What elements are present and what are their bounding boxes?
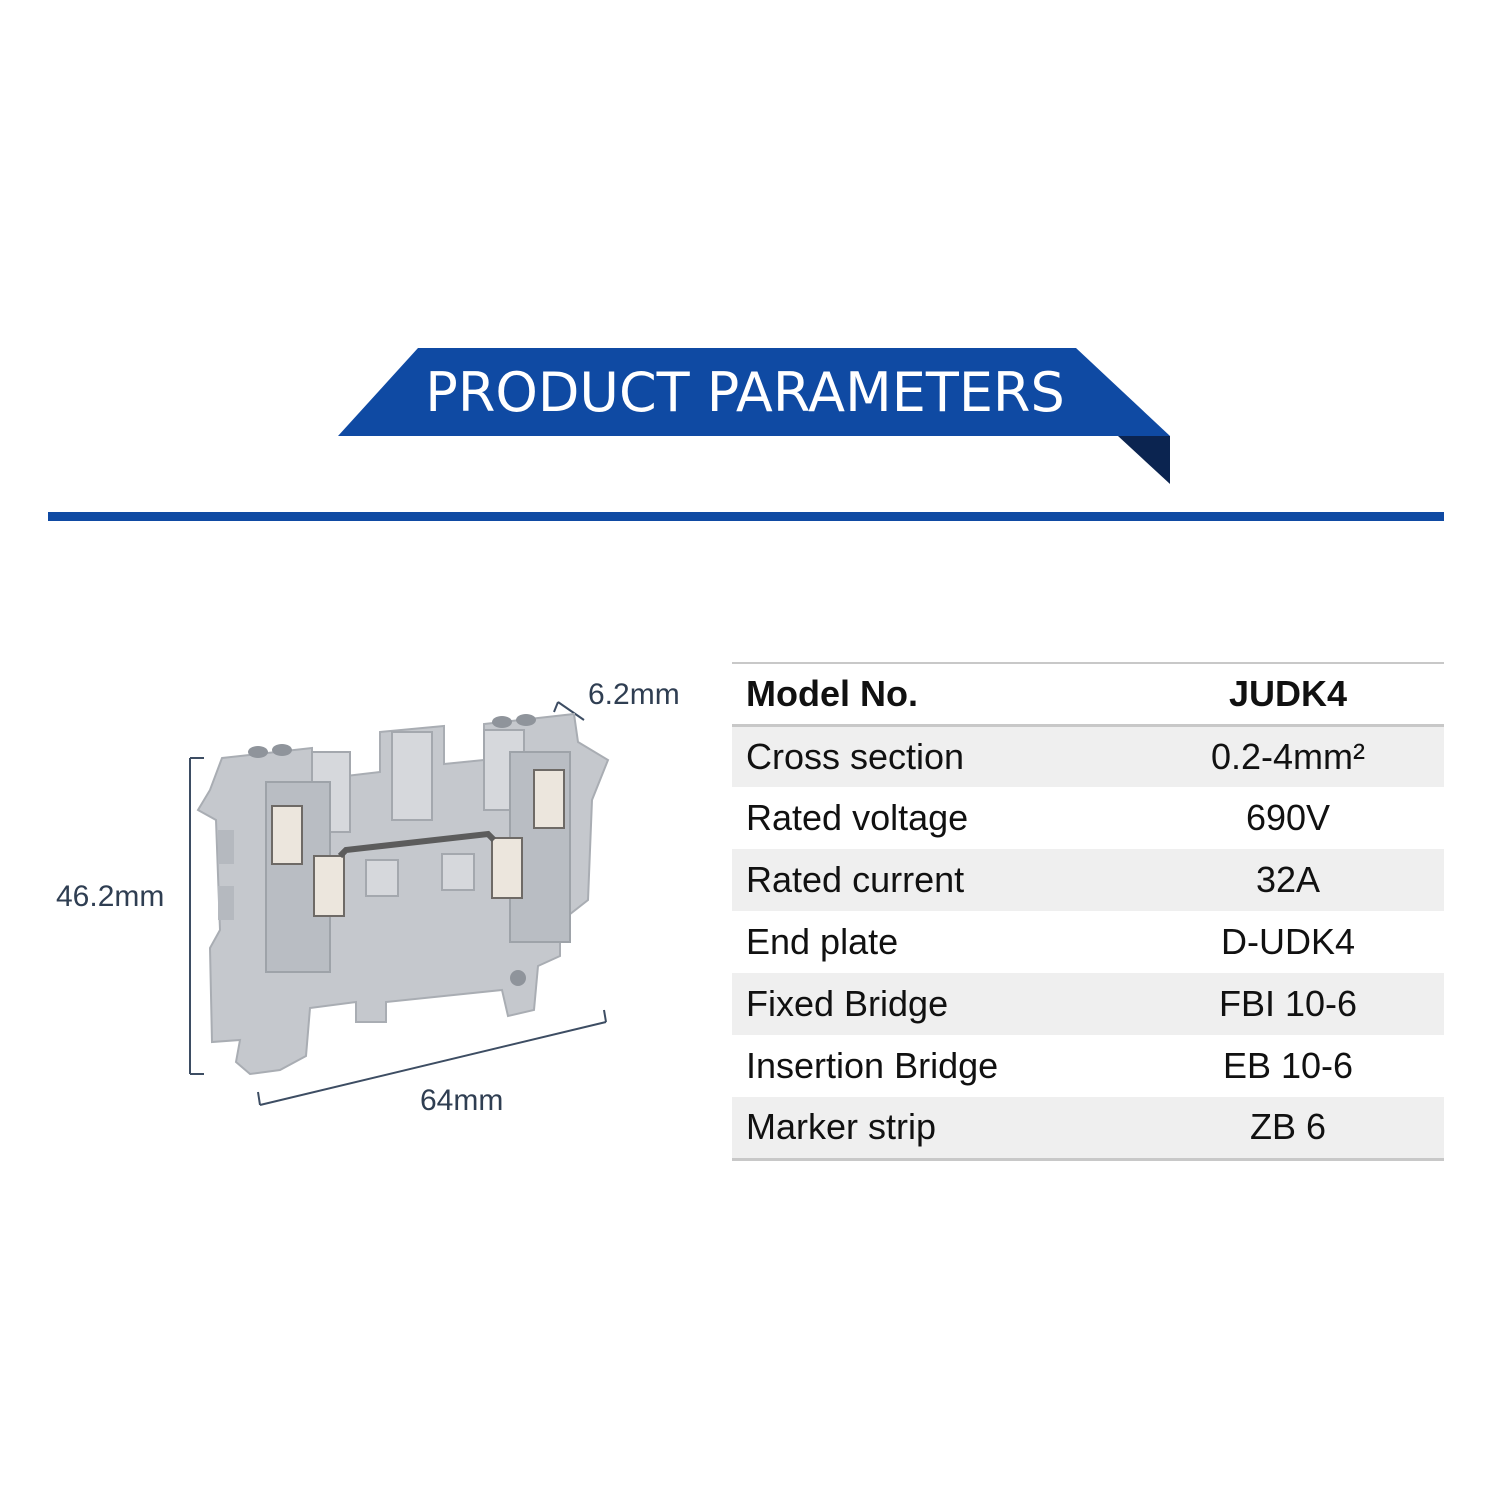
table-row: Fixed Bridge FBI 10-6 — [732, 973, 1444, 1035]
spec-label: Fixed Bridge — [746, 983, 949, 1024]
dimension-length-label: 64mm — [420, 1084, 504, 1117]
table-row: Marker strip ZB 6 — [732, 1097, 1444, 1159]
terminal-block-image — [189, 701, 610, 1106]
spec-value: EB 10-6 — [1222, 1045, 1354, 1086]
spec-value: JUDK4 — [1228, 672, 1348, 714]
table-row: End plate D-UDK4 — [732, 911, 1444, 973]
spec-value: FBI 10-6 — [1218, 983, 1358, 1024]
spec-label: Insertion Bridge — [746, 1045, 999, 1086]
banner-ribbon — [338, 348, 1170, 484]
spec-label: Rated current — [746, 859, 965, 900]
spec-label: End plate — [746, 921, 899, 962]
spec-value: 690V — [1245, 797, 1331, 838]
spec-label: Rated voltage — [746, 797, 969, 838]
dimension-width-label: 6.2mm — [588, 678, 680, 711]
spec-label: Cross section — [746, 735, 965, 777]
banner-title: PRODUCT PARAMETERS — [425, 360, 1065, 424]
spec-label: Marker strip — [746, 1106, 937, 1148]
spec-value: 32A — [1255, 859, 1321, 900]
table-row: Rated voltage 690V — [732, 787, 1444, 849]
table-row: Cross section 0.2-4mm² — [732, 725, 1444, 787]
spec-table-header: Model No. JUDK4 — [732, 663, 1444, 725]
spec-table: Model No. JUDK4 Cross section 0.2-4mm² R… — [732, 662, 1444, 1161]
dimension-height-label: 46.2mm — [56, 880, 165, 913]
table-row: Rated current 32A — [732, 849, 1444, 911]
spec-value: ZB 6 — [1249, 1106, 1327, 1148]
section-divider — [48, 512, 1444, 521]
table-row: Insertion Bridge EB 10-6 — [732, 1035, 1444, 1097]
spec-value: 0.2-4mm² — [1210, 735, 1366, 777]
spec-label: Model No. — [746, 672, 918, 714]
spec-value: D-UDK4 — [1220, 921, 1355, 962]
